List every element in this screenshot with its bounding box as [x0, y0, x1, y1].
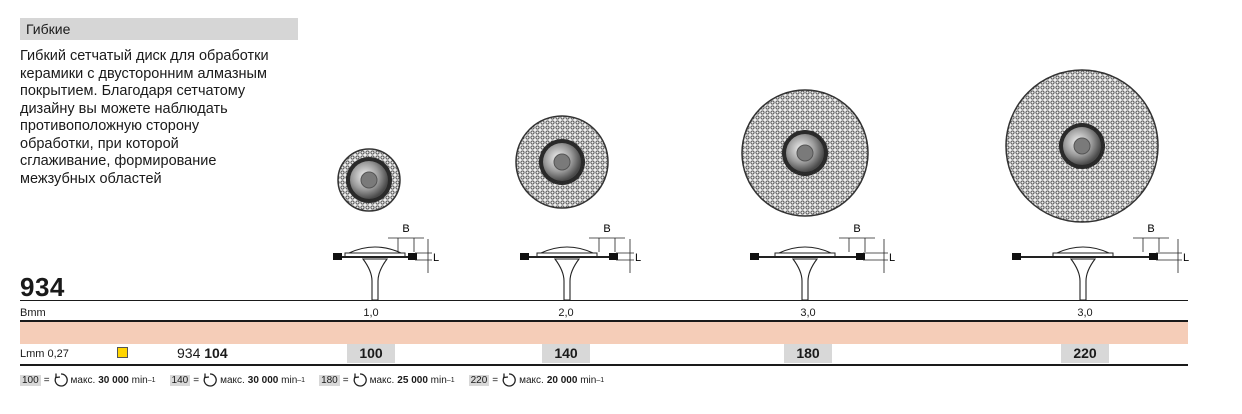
description-line: обработки, при которой: [20, 135, 179, 152]
rotation-arrow-icon: [502, 373, 516, 387]
disc-profile-drawing: BL: [1012, 223, 1189, 300]
description-line: межзубных областей: [20, 170, 162, 187]
product-description: Гибкий сетчатый диск для обработки керам…: [20, 48, 320, 188]
mesh-disc-icon: [741, 89, 869, 217]
disc-profile-drawing: BL: [333, 223, 439, 300]
description-line: сглаживание, формирование: [20, 153, 217, 169]
dimension-b-label: B: [603, 223, 610, 235]
dimension-l-label: L: [1183, 252, 1189, 264]
dimension-l-label: L: [889, 252, 895, 264]
dimension-b-label: B: [853, 223, 860, 235]
description-line: Гибкий сетчатый диск для обработки: [20, 48, 269, 64]
disc-profile-drawing: BL: [520, 223, 641, 300]
description-line: покрытием. Благодаря сетчатому: [20, 83, 246, 99]
l-row-label: Lmm 0,27: [20, 348, 69, 360]
description-line: противоположную сторону: [20, 118, 200, 134]
b-value: 3,0: [1077, 307, 1093, 319]
disc-profile-drawing: BL: [750, 223, 895, 300]
b-value: 1,0: [363, 307, 379, 319]
speed-legend: 100= макс.30 000 min–1 140= макс.30 000 …: [20, 372, 618, 388]
b-value: 3,0: [800, 307, 816, 319]
size-cell: 180: [784, 344, 832, 363]
speed-item: 220= макс.20 000 min–1: [468, 372, 604, 388]
mesh-disc-icon: [1005, 69, 1159, 223]
mesh-disc-icon: [337, 148, 401, 212]
size-cell: 100: [347, 344, 395, 363]
dimension-l-label: L: [433, 252, 439, 264]
model-number: 934: [20, 272, 65, 302]
rotation-arrow-icon: [203, 373, 217, 387]
color-code-swatch: [117, 347, 128, 358]
size-cell: 140: [542, 344, 590, 363]
table-divider: [20, 320, 1188, 322]
speed-item: 180= макс.25 000 min–1: [319, 372, 455, 388]
table-divider: [20, 364, 1188, 366]
dimension-b-label: B: [1147, 223, 1154, 235]
b-row-label: Bmm: [20, 307, 46, 319]
rotation-arrow-icon: [54, 373, 68, 387]
speed-item: 100= макс.30 000 min–1: [20, 372, 156, 388]
color-band: [20, 322, 1188, 344]
rotation-arrow-icon: [353, 373, 367, 387]
dimension-l-label: L: [635, 252, 641, 264]
description-line: керамики с двусторонним алмазным: [20, 65, 267, 82]
description-line: дизайну вы можете наблюдать: [20, 100, 228, 117]
category-label: Гибкие: [20, 18, 298, 40]
dimension-b-label: B: [402, 223, 409, 235]
speed-item: 140= макс.30 000 min–1: [169, 372, 305, 388]
table-divider: [20, 300, 1188, 301]
order-number: 934 104: [177, 345, 228, 361]
size-cell: 220: [1061, 344, 1109, 363]
mesh-disc-icon: [515, 115, 609, 209]
b-value: 2,0: [558, 307, 574, 319]
